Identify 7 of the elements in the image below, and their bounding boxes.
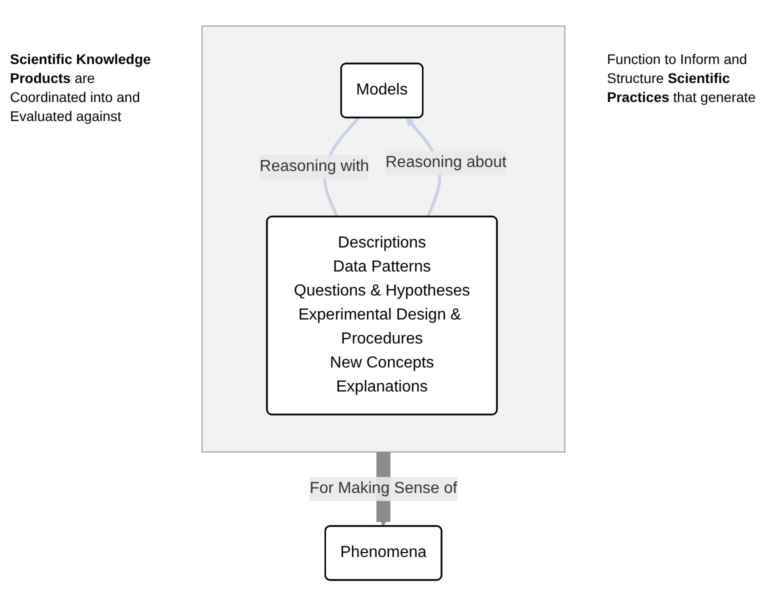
side-note: Function to Inform and Structure Scientific Practices that generate: [607, 50, 757, 107]
edge-label: Reasoning with: [260, 158, 370, 176]
edge-label: For Making Sense of: [310, 480, 458, 497]
cluster: [202, 26, 566, 452]
arrow: [376, 451, 390, 526]
edge-label: Reasoning about: [386, 154, 507, 171]
side-note: Scientific Knowledge Products are Coordinated into and Evaluated against: [10, 50, 152, 126]
